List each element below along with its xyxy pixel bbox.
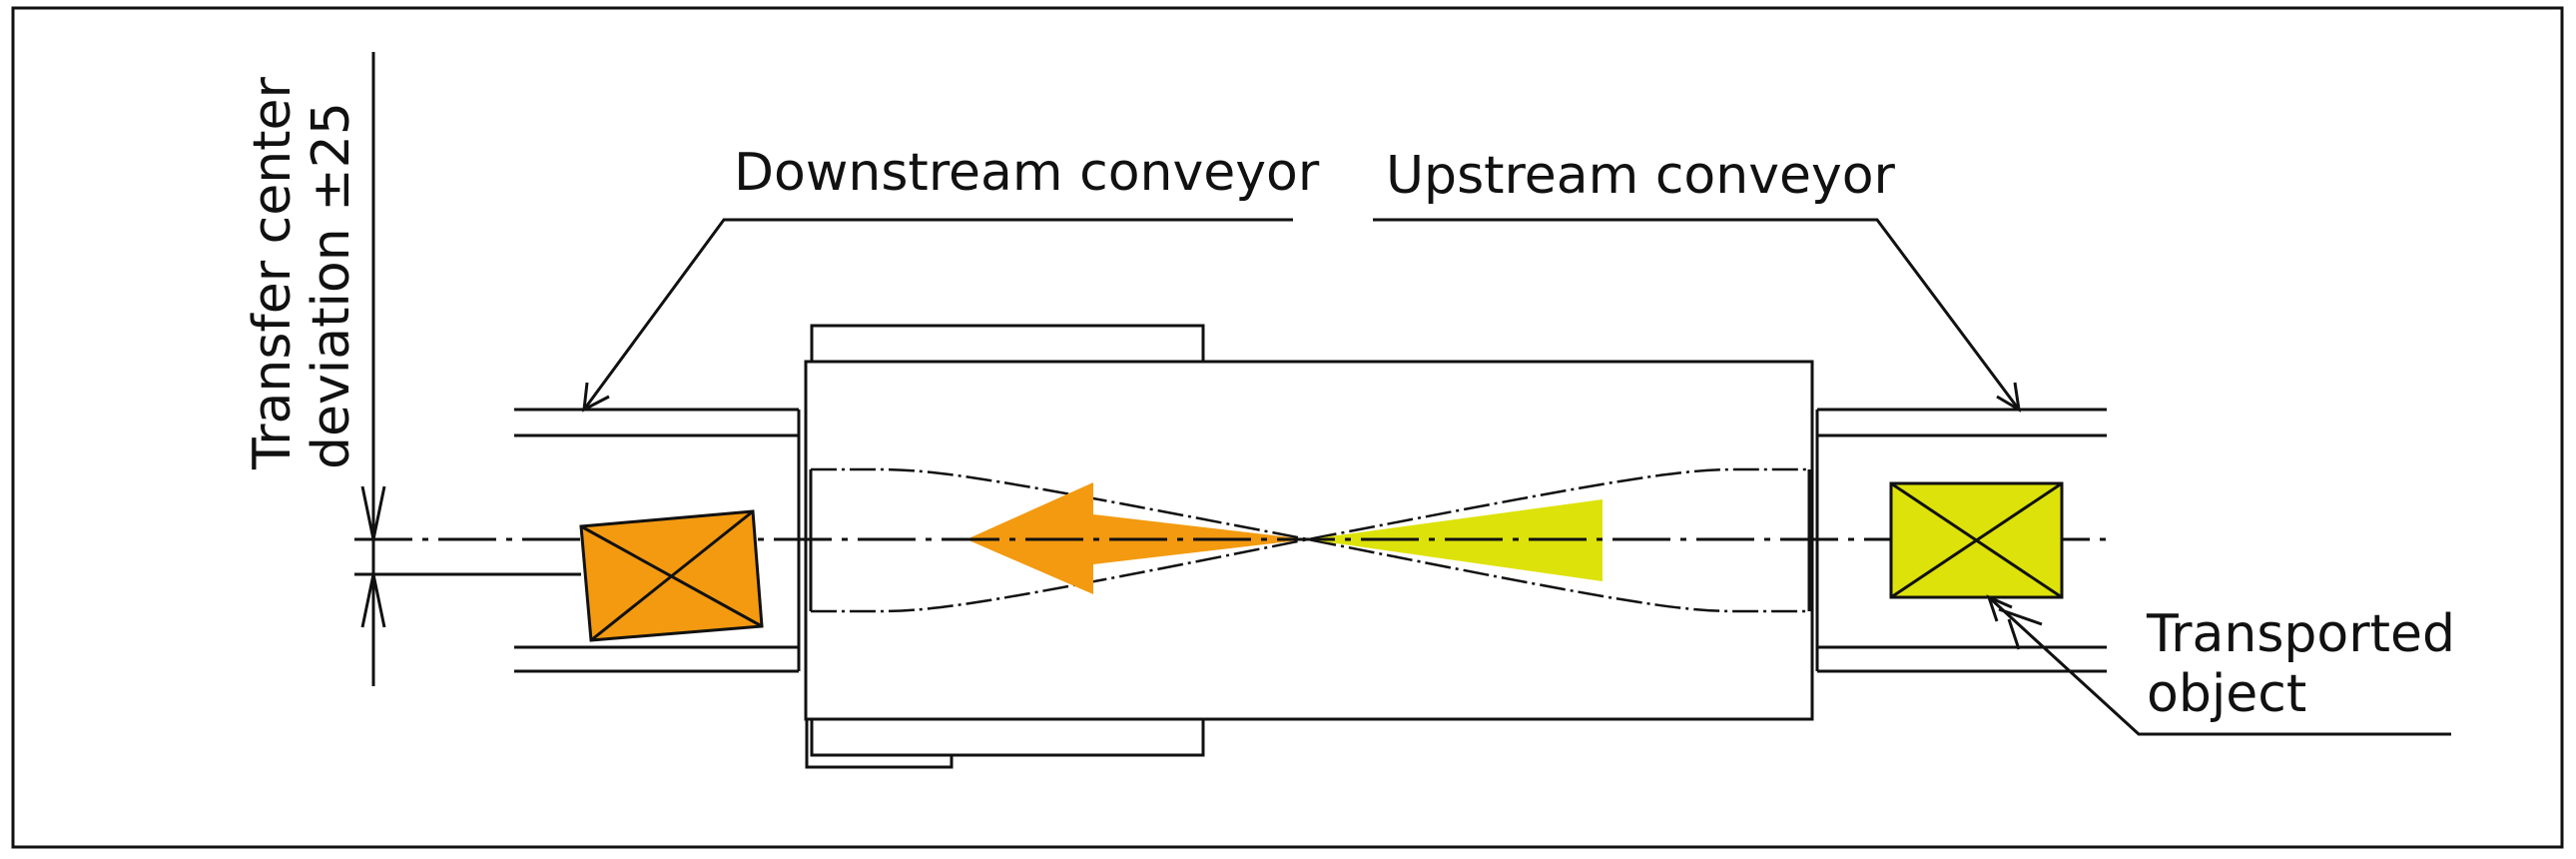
deviation-label-line2: deviation ±25 bbox=[302, 102, 361, 469]
outer-frame bbox=[11, 6, 2564, 849]
downstream-conveyor-label: Downstream conveyor bbox=[734, 143, 1320, 203]
leader-lines bbox=[582, 218, 2451, 736]
upstream-transported-object bbox=[1889, 481, 2064, 599]
deviation-label-line1: Transfer center bbox=[243, 76, 303, 470]
funnel-guides bbox=[811, 467, 1809, 613]
downstream-conveyor bbox=[514, 408, 801, 673]
transfer-unit bbox=[804, 324, 1814, 769]
transported-object-label-line1: Transported bbox=[2146, 604, 2455, 664]
upstream-conveyor-label: Upstream conveyor bbox=[1386, 146, 1896, 206]
transported-object-label-line2: object bbox=[2147, 664, 2306, 724]
downstream-transported-object bbox=[579, 509, 764, 642]
deviation-dimension bbox=[354, 52, 581, 686]
